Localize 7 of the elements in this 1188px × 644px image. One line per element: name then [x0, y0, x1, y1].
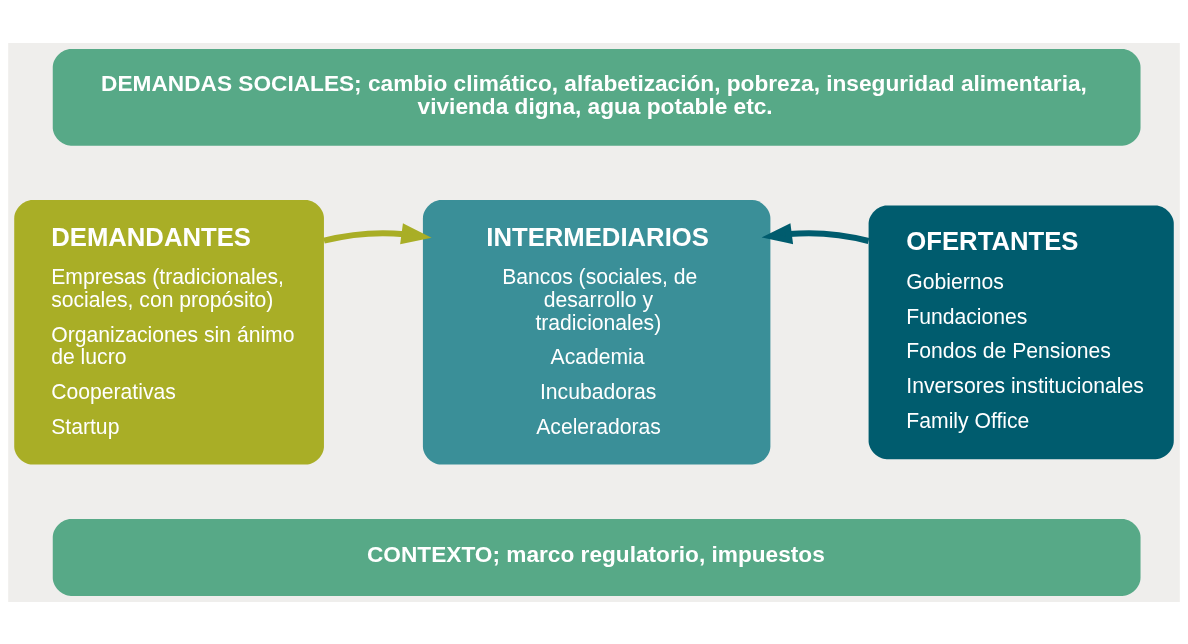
- node-box: OFERTANTES Gobiernos Fundaciones Fondos de Pensiones Inversores institucionales Family Office: [868, 204, 1174, 459]
- node-box: INTERMEDIARIOS Bancos (sociales, de desarrollo y tradicionales) Academia Incubadoras Aceleradoras: [422, 199, 771, 464]
- node-box: CONTEXTO; marco regulatorio, impuestos: [52, 518, 1141, 596]
- arrow: [761, 222, 870, 244]
- node-box: DEMANDAS SOCIALES; cambio climático, alfabetización, pobreza, inseguridad alimentaria, vivienda digna, agua potable etc.: [52, 48, 1141, 146]
- node-box: DEMANDANTES Empresas (tradicionales, sociales, con propósito) Organizaciones sin ánimo de lucro Cooperativas Startup: [14, 199, 324, 464]
- arrow: [323, 222, 432, 244]
